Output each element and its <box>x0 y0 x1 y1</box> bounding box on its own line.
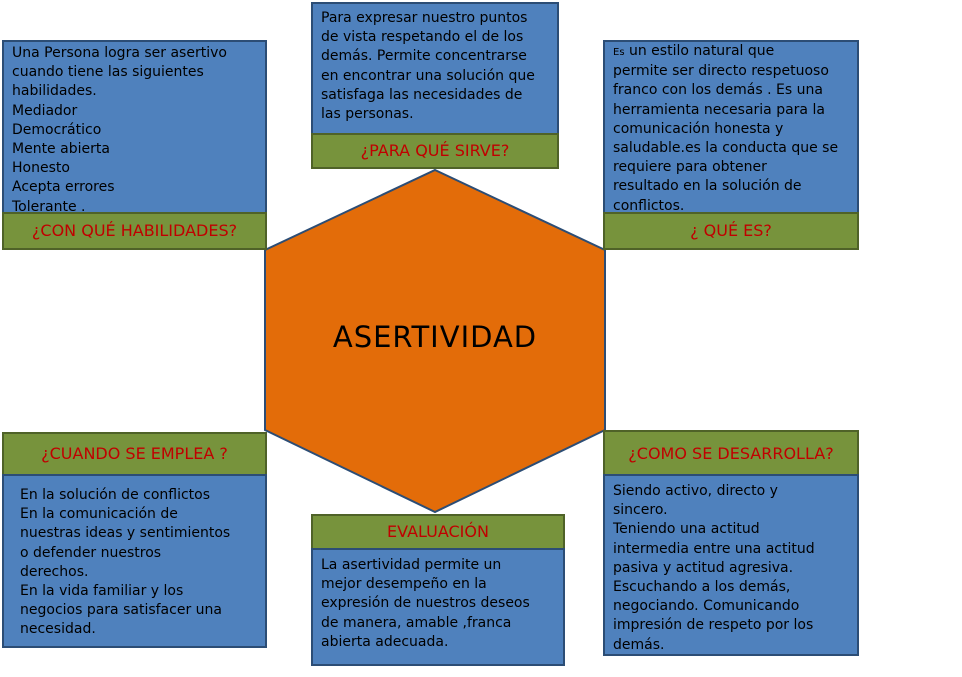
como-line: impresión de respeto por los <box>613 617 814 634</box>
cuando-line: En la vida familiar y los <box>20 583 184 600</box>
cuando-line: nuestras ideas y sentimientos <box>20 525 231 542</box>
para-que-line: las personas. <box>321 106 414 123</box>
center-title: ASERTIVIDAD <box>332 320 538 354</box>
evaluacion-label: EVALUACIÓN <box>311 514 565 550</box>
que-es-line: herramienta necesaria para la <box>613 101 825 118</box>
que-es-label: ¿ QUÉ ES? <box>603 212 859 250</box>
que-es-line: franco con los demás . Es una <box>613 82 823 99</box>
que-es-first-line: Es un estilo natural que <box>613 42 849 62</box>
para-que-line: de vista respetando el de los <box>321 29 524 46</box>
como-box: Siendo activo, directo y sincero. Tenien… <box>603 474 859 656</box>
como-line: intermedia entre una actitud <box>613 540 815 557</box>
como-line: negociando. Comunicando <box>613 598 800 615</box>
que-es-first-rest: un estilo natural que <box>624 43 775 59</box>
cuando-line: derechos. <box>20 563 89 580</box>
evaluacion-box: La asertividad permite un mejor desempeñ… <box>311 548 565 666</box>
habilidades-line: Tolerante . <box>12 198 86 215</box>
habilidades-line: Honesto <box>12 160 70 177</box>
que-es-line: conflictos. <box>613 197 685 214</box>
como-line: demás. <box>613 636 665 653</box>
habilidades-box: Una Persona logra ser asertivo cuando ti… <box>2 40 267 216</box>
que-es-line: requiere para obtener <box>613 159 767 176</box>
cuando-box: En la solución de conflictos En la comun… <box>2 474 267 648</box>
evaluacion-line: de manera, amable ,franca <box>321 614 512 631</box>
como-line: Siendo activo, directo y <box>613 483 778 499</box>
evaluacion-line: expresión de nuestros deseos <box>321 595 530 612</box>
que-es-line: permite ser directo respetuoso <box>613 63 829 80</box>
como-line: Escuchando a los demás, <box>613 579 791 596</box>
cuando-line: En la solución de conflictos <box>20 487 211 503</box>
habilidades-line: Acepta errores <box>12 179 115 196</box>
cuando-line: necesidad. <box>20 621 96 638</box>
para-que-line: Para expresar nuestro puntos <box>321 10 528 26</box>
habilidades-label: ¿CON QUÉ HABILIDADES? <box>2 212 267 250</box>
habilidades-line: habilidades. <box>12 83 97 100</box>
que-es-first-small: Es <box>613 47 625 58</box>
habilidades-line: Mente abierta <box>12 141 110 158</box>
cuando-line: En la comunicación de <box>20 506 178 523</box>
para-que-line: satisfaga las necesidades de <box>321 86 523 103</box>
como-line: sincero. <box>613 502 668 519</box>
cuando-line: negocios para satisfacer una <box>20 602 222 619</box>
como-label: ¿COMO SE DESARROLLA? <box>603 430 859 476</box>
para-que-label: ¿PARA QUÉ SIRVE? <box>311 133 559 169</box>
cuando-line: o defender nuestros <box>20 544 162 561</box>
habilidades-line: Mediador <box>12 102 78 119</box>
habilidades-line: Democrático <box>12 121 102 138</box>
cuando-label: ¿CUANDO SE EMPLEA ? <box>2 432 267 476</box>
para-que-line: demás. Permite concentrarse <box>321 48 527 65</box>
evaluacion-line: La asertividad permite un <box>321 557 502 573</box>
hexagon-polygon <box>264 168 606 514</box>
habilidades-line: cuando tiene las siguientes <box>12 64 204 81</box>
como-line: Teniendo una actitud <box>613 521 760 538</box>
que-es-line: comunicación honesta y <box>613 120 784 137</box>
que-es-line: saludable.es la conducta que se <box>613 140 839 157</box>
para-que-box: Para expresar nuestro puntos de vista re… <box>311 2 559 136</box>
que-es-line: resultado en la solución de <box>613 178 802 195</box>
que-es-box: Es un estilo natural que permite ser dir… <box>603 40 859 216</box>
como-line: pasiva y actitud agresiva. <box>613 559 794 576</box>
para-que-line: en encontrar una solución que <box>321 67 535 84</box>
habilidades-line: Una Persona logra ser asertivo <box>12 45 227 61</box>
evaluacion-line: mejor desempeño en la <box>321 576 487 593</box>
evaluacion-line: abierta adecuada. <box>321 633 449 650</box>
